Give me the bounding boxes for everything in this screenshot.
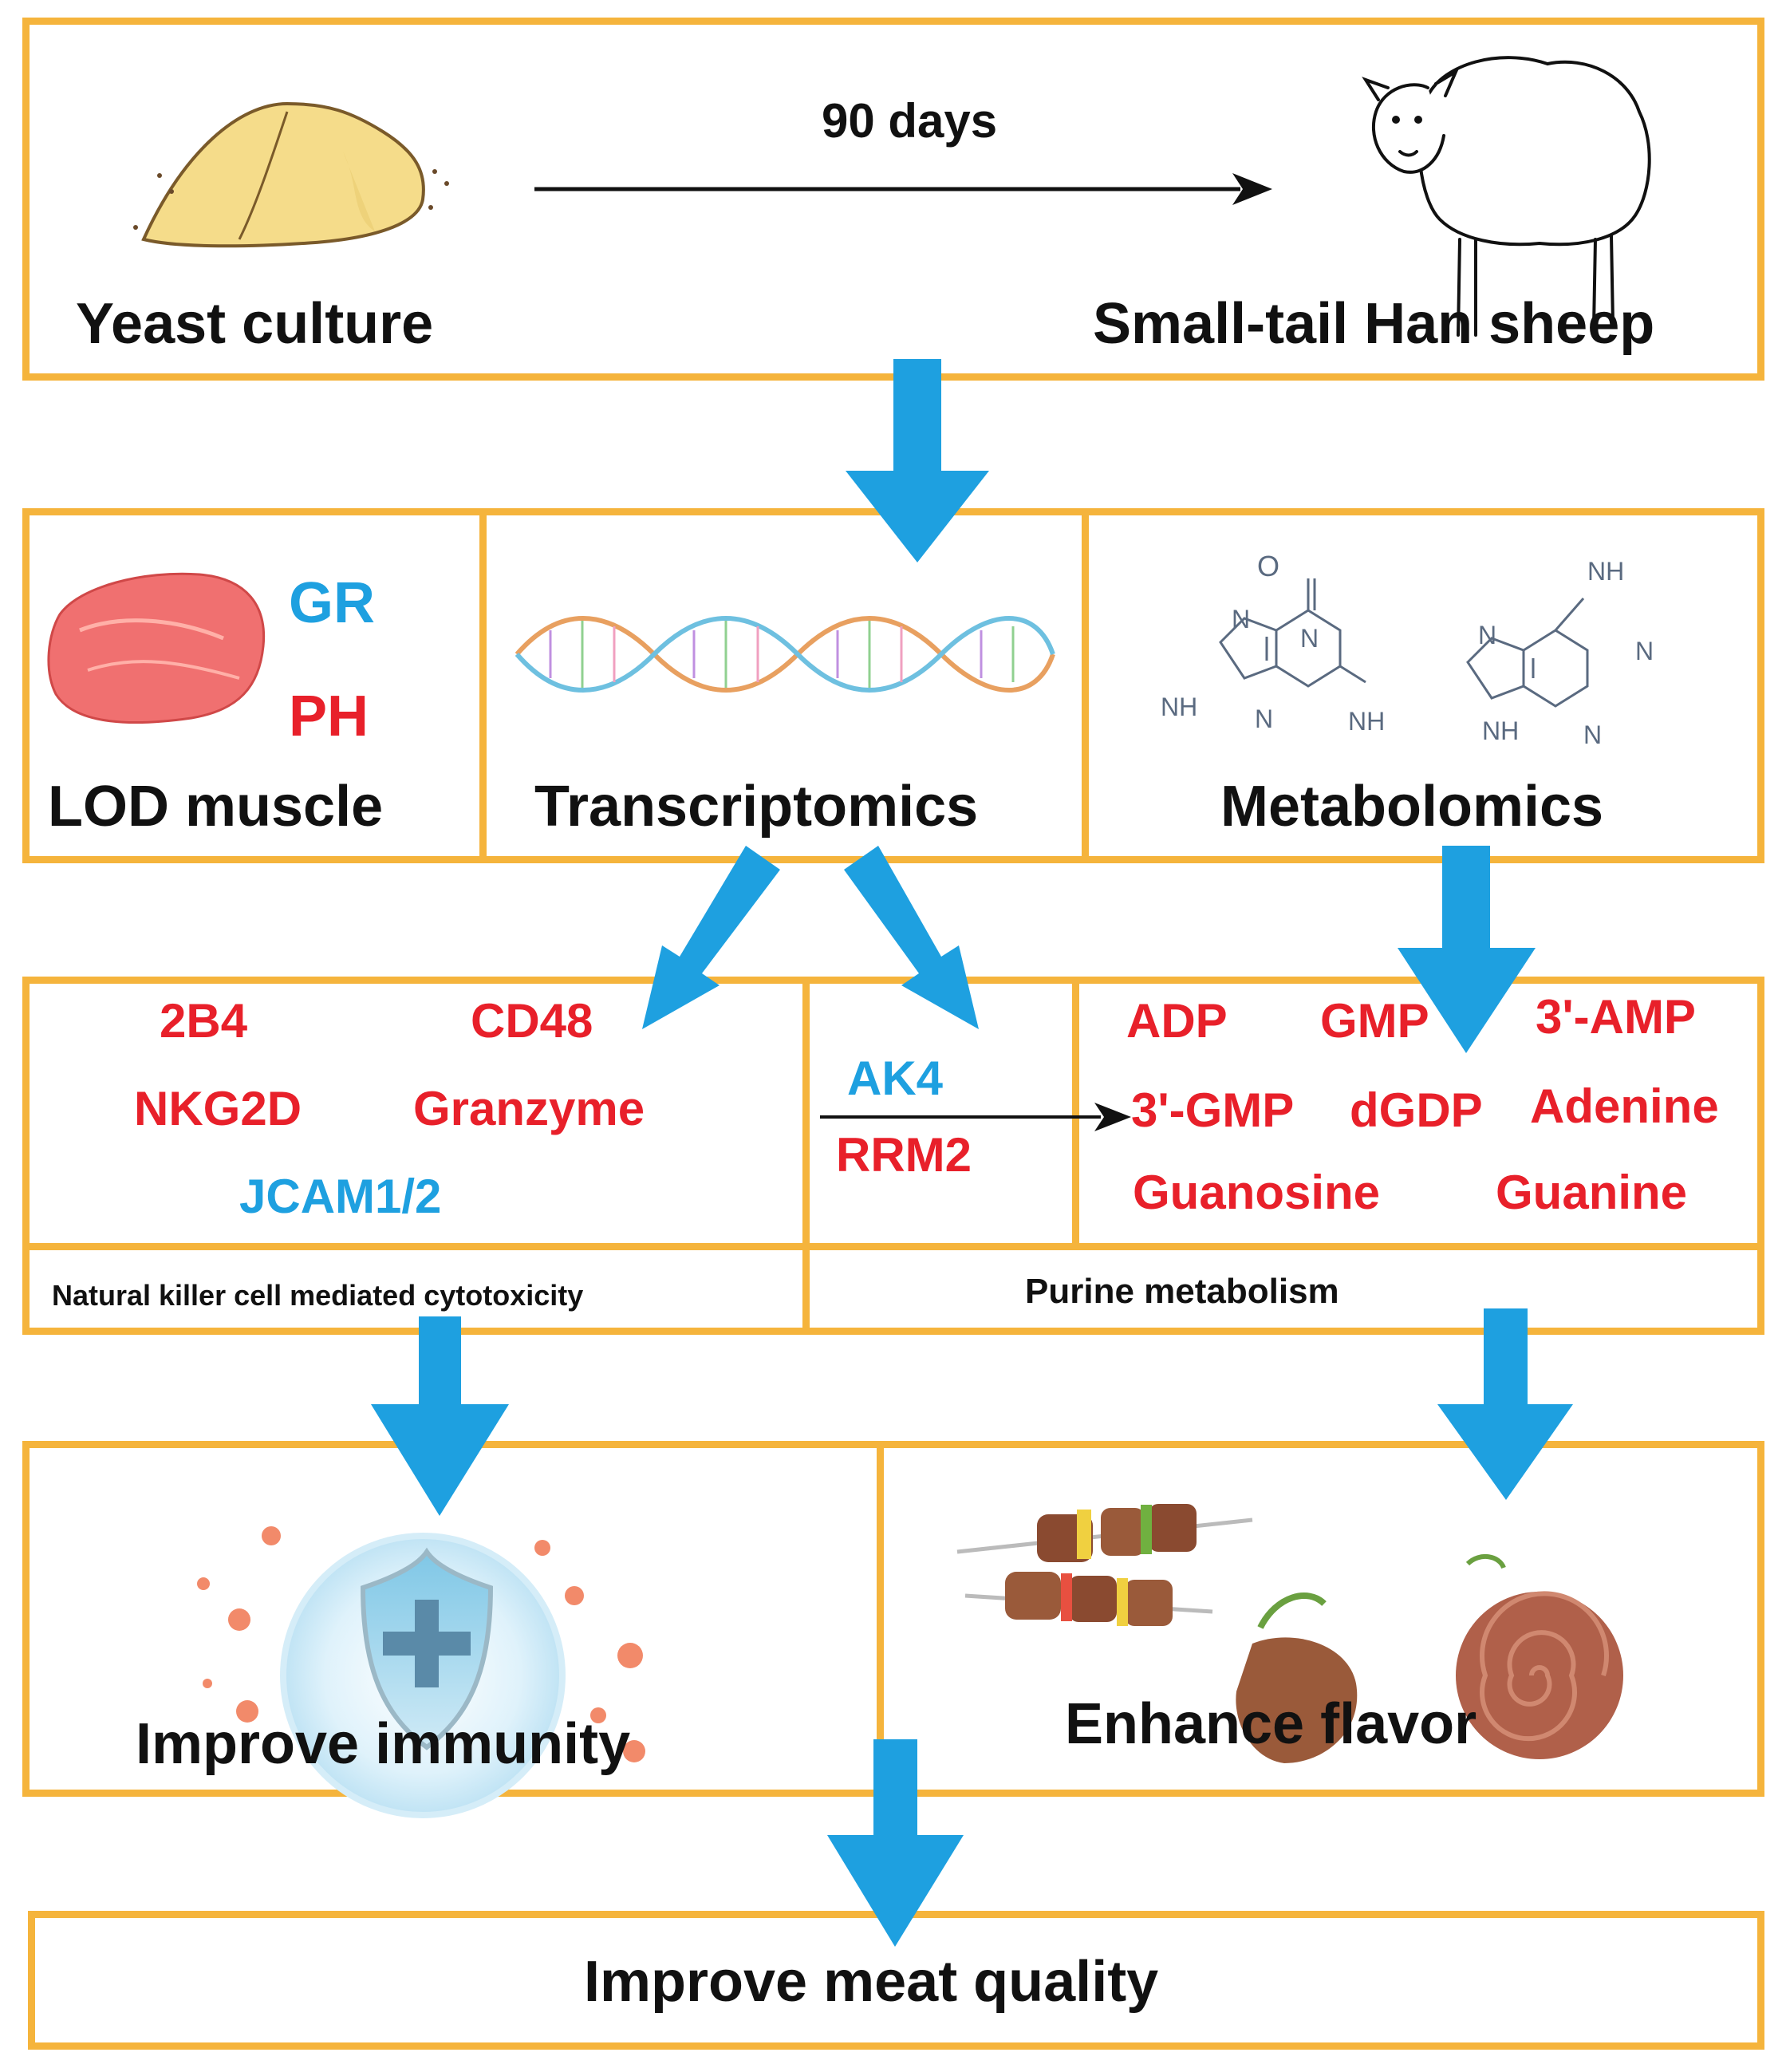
kebab-skewer-icon xyxy=(956,1504,1253,1626)
atom-label: N xyxy=(1635,637,1654,665)
improve-immunity-label: Improve immunity xyxy=(136,1712,631,1776)
improve-meat-quality-label: Improve meat quality xyxy=(584,1950,1159,2014)
shield-icon xyxy=(280,1533,566,1818)
gene-nkg2d: NKG2D xyxy=(134,1082,302,1135)
gene-cd48: CD48 xyxy=(471,994,593,1048)
sheep-label: Small-tail Han sheep xyxy=(1093,292,1655,356)
atom-label: O xyxy=(1257,550,1280,582)
flow-arrows xyxy=(371,359,1573,1947)
gene-jcam: JCAM1/2 xyxy=(239,1170,442,1223)
purine-label-panel xyxy=(802,1243,1764,1335)
gene-granzyme: Granzyme xyxy=(413,1082,645,1135)
enzyme-ak4: AK4 xyxy=(847,1052,944,1105)
transcriptomics-label: Transcriptomics xyxy=(534,775,979,839)
metabolite-adp: ADP xyxy=(1126,994,1228,1048)
virus-icons xyxy=(197,1526,645,1762)
guanine-structure-icon xyxy=(1219,578,1366,688)
yeast-pile-icon xyxy=(133,101,449,248)
adenine-structure-icon xyxy=(1466,598,1589,708)
atom-label: NH xyxy=(1482,716,1520,745)
metabolite-guanosine: Guanosine xyxy=(1133,1166,1381,1219)
atom-label: N xyxy=(1300,624,1319,653)
metabolite-gmp: GMP xyxy=(1320,994,1429,1048)
metabolite-guanine: Guanine xyxy=(1496,1166,1688,1219)
atom-label: N xyxy=(1583,720,1603,749)
enhance-flavor-label: Enhance flavor xyxy=(1065,1692,1477,1756)
metabolite-adenine: Adenine xyxy=(1530,1079,1719,1133)
nk-pathway-label: Natural killer cell mediated cytotoxicit… xyxy=(52,1279,584,1312)
atom-label: N xyxy=(1478,621,1497,649)
gr-label: GR xyxy=(289,571,375,635)
dna-helix-icon xyxy=(515,616,1055,693)
metabolite-3-gmp: 3'-GMP xyxy=(1131,1083,1295,1137)
nk-label-panel xyxy=(22,1243,810,1335)
yeast-culture-label: Yeast culture xyxy=(76,292,434,356)
atom-label: N xyxy=(1255,704,1274,733)
atom-label: N xyxy=(1232,605,1251,633)
ph-label: PH xyxy=(289,685,369,748)
metabolite-dgdp: dGDP xyxy=(1350,1083,1483,1137)
meat-roll-icon xyxy=(1236,1592,1358,1763)
metabolite-panel xyxy=(1072,977,1764,1250)
atom-label: NH xyxy=(1348,707,1386,736)
metabolite-3-amp: 3'-AMP xyxy=(1536,990,1696,1044)
gene-2b4: 2B4 xyxy=(160,994,248,1048)
duration-label: 90 days xyxy=(822,94,998,148)
lod-muscle-label: LOD muscle xyxy=(48,775,384,839)
metabolomics-label: Metabolomics xyxy=(1220,775,1604,839)
atom-label: NH xyxy=(1161,693,1198,721)
atom-label: NH xyxy=(1587,557,1625,586)
enzyme-rrm2: RRM2 xyxy=(836,1128,972,1182)
meat-icon xyxy=(47,572,266,724)
metabolomics-panel xyxy=(1082,508,1764,863)
sausage-icon xyxy=(1456,1554,1623,1759)
sheep-icon xyxy=(1362,56,1651,337)
purine-pathway-label: Purine metabolism xyxy=(1025,1272,1339,1311)
